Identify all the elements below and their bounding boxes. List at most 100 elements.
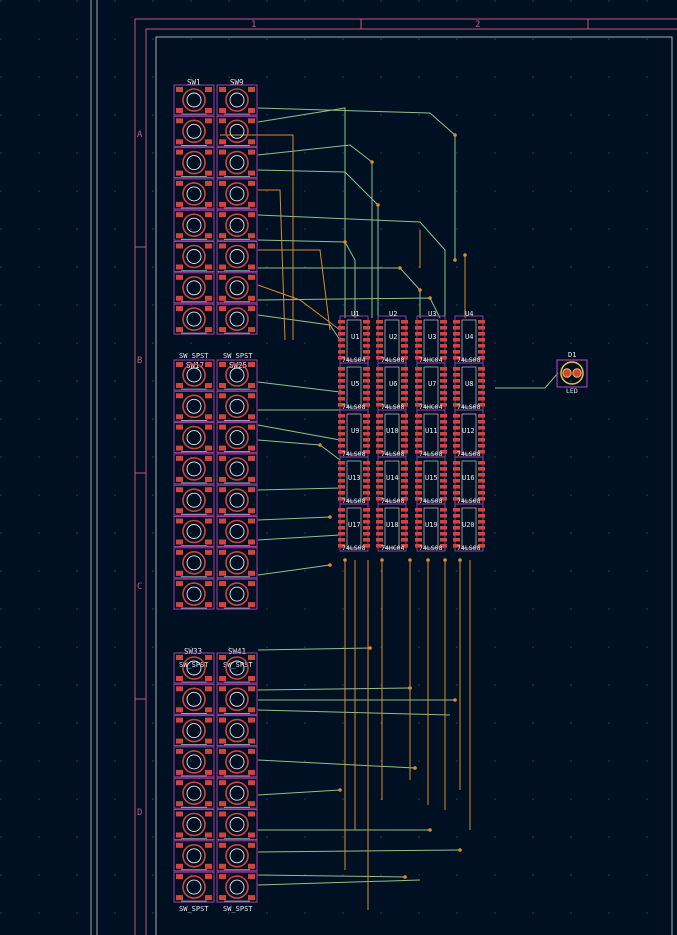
ic-footprint[interactable]	[415, 409, 447, 458]
ic-pin-pad[interactable]	[478, 438, 485, 442]
ic-pin-pad[interactable]	[376, 320, 383, 324]
ic-pin-pad[interactable]	[440, 526, 447, 530]
ic-pin-pad[interactable]	[478, 326, 485, 330]
ic-pin-pad[interactable]	[338, 532, 345, 536]
switch-pad[interactable]	[176, 414, 183, 420]
switch-pad[interactable]	[248, 801, 255, 807]
switch-pad[interactable]	[248, 581, 255, 587]
switch-pad[interactable]	[219, 362, 226, 367]
ic-pin-pad[interactable]	[363, 532, 370, 536]
ic-pin-pad[interactable]	[363, 514, 370, 518]
switch-pad[interactable]	[176, 233, 183, 239]
ic-pin-pad[interactable]	[376, 373, 383, 377]
switch-pad[interactable]	[219, 655, 226, 660]
ic-pin-pad[interactable]	[415, 379, 422, 383]
switch-footprint[interactable]	[173, 652, 215, 684]
switch-pad[interactable]	[205, 895, 212, 901]
ic-pin-pad[interactable]	[478, 332, 485, 336]
ic-pin-pad[interactable]	[415, 356, 422, 360]
ic-pin-pad[interactable]	[415, 332, 422, 336]
switch-footprint[interactable]	[216, 652, 258, 684]
ic-pin-pad[interactable]	[401, 473, 408, 477]
switch-pad[interactable]	[176, 118, 183, 124]
ic-pin-pad[interactable]	[478, 356, 485, 360]
ic-pin-pad[interactable]	[338, 508, 345, 512]
ic-pin-pad[interactable]	[440, 332, 447, 336]
ic-pin-pad[interactable]	[440, 367, 447, 371]
ic-pin-pad[interactable]	[338, 491, 345, 495]
switch-pad[interactable]	[248, 295, 255, 301]
switch-pad[interactable]	[205, 874, 212, 880]
ic-footprint[interactable]	[338, 409, 370, 458]
ic-pin-pad[interactable]	[440, 356, 447, 360]
switch-footprint[interactable]	[173, 715, 215, 747]
ic-pin-pad[interactable]	[478, 414, 485, 418]
ic-pin-pad[interactable]	[415, 438, 422, 442]
ic-footprint[interactable]	[338, 503, 370, 552]
ic-pin-pad[interactable]	[440, 491, 447, 495]
switch-pad[interactable]	[219, 476, 226, 482]
ic-pin-pad[interactable]	[415, 526, 422, 530]
ic-pin-pad[interactable]	[440, 414, 447, 418]
switch-pad[interactable]	[219, 306, 226, 312]
switch-pad[interactable]	[176, 393, 183, 399]
switch-pad[interactable]	[248, 233, 255, 239]
switch-pad[interactable]	[219, 717, 226, 723]
switch-pad[interactable]	[219, 424, 226, 430]
switch-pad[interactable]	[205, 201, 212, 207]
ic-pin-pad[interactable]	[440, 479, 447, 483]
ic-pin-pad[interactable]	[401, 479, 408, 483]
ic-pin-pad[interactable]	[415, 467, 422, 471]
switch-footprint[interactable]	[216, 777, 258, 809]
ic-pin-pad[interactable]	[453, 526, 460, 530]
ic-pin-pad[interactable]	[415, 367, 422, 371]
switch-footprint[interactable]	[216, 746, 258, 778]
switch-pad[interactable]	[205, 212, 212, 218]
ic-pin-pad[interactable]	[453, 344, 460, 348]
ic-pin-pad[interactable]	[453, 444, 460, 448]
switch-footprint[interactable]	[216, 272, 258, 304]
ic-pin-pad[interactable]	[363, 356, 370, 360]
switch-pad[interactable]	[205, 738, 212, 744]
ic-pin-pad[interactable]	[415, 544, 422, 548]
ic-pin-pad[interactable]	[478, 473, 485, 477]
switch-pad[interactable]	[248, 362, 255, 367]
ic-pin-pad[interactable]	[363, 426, 370, 430]
ic-pin-pad[interactable]	[401, 344, 408, 348]
ic-pin-pad[interactable]	[363, 450, 370, 454]
switch-pad[interactable]	[176, 508, 183, 514]
switch-pad[interactable]	[205, 717, 212, 723]
ic-pin-pad[interactable]	[440, 520, 447, 524]
ic-pin-pad[interactable]	[478, 338, 485, 342]
ic-pin-pad[interactable]	[440, 344, 447, 348]
ic-pin-pad[interactable]	[453, 514, 460, 518]
ic-pin-pad[interactable]	[478, 432, 485, 436]
switch-pad[interactable]	[176, 212, 183, 218]
ic-footprint[interactable]	[453, 503, 485, 552]
switch-pad[interactable]	[219, 274, 226, 280]
ic-pin-pad[interactable]	[453, 385, 460, 389]
ic-footprint[interactable]	[376, 315, 408, 364]
switch-pad[interactable]	[248, 508, 255, 514]
ic-pin-pad[interactable]	[401, 514, 408, 518]
ic-footprint[interactable]	[453, 362, 485, 411]
switch-pad[interactable]	[205, 274, 212, 280]
ic-pin-pad[interactable]	[453, 432, 460, 436]
ic-pin-pad[interactable]	[478, 520, 485, 524]
switch-pad[interactable]	[176, 139, 183, 145]
switch-pad[interactable]	[205, 118, 212, 124]
switch-pad[interactable]	[205, 383, 212, 388]
ic-pin-pad[interactable]	[401, 420, 408, 424]
ic-pin-pad[interactable]	[478, 320, 485, 324]
ic-pin-pad[interactable]	[440, 485, 447, 489]
ic-pin-pad[interactable]	[415, 350, 422, 354]
ic-pin-pad[interactable]	[440, 379, 447, 383]
ic-pin-pad[interactable]	[415, 326, 422, 330]
ic-pin-pad[interactable]	[415, 491, 422, 495]
switch-pad[interactable]	[219, 842, 226, 848]
ic-pin-pad[interactable]	[401, 403, 408, 407]
switch-pad[interactable]	[205, 327, 212, 333]
switch-pad[interactable]	[248, 602, 255, 608]
switch-pad[interactable]	[176, 539, 183, 545]
ic-pin-pad[interactable]	[453, 491, 460, 495]
